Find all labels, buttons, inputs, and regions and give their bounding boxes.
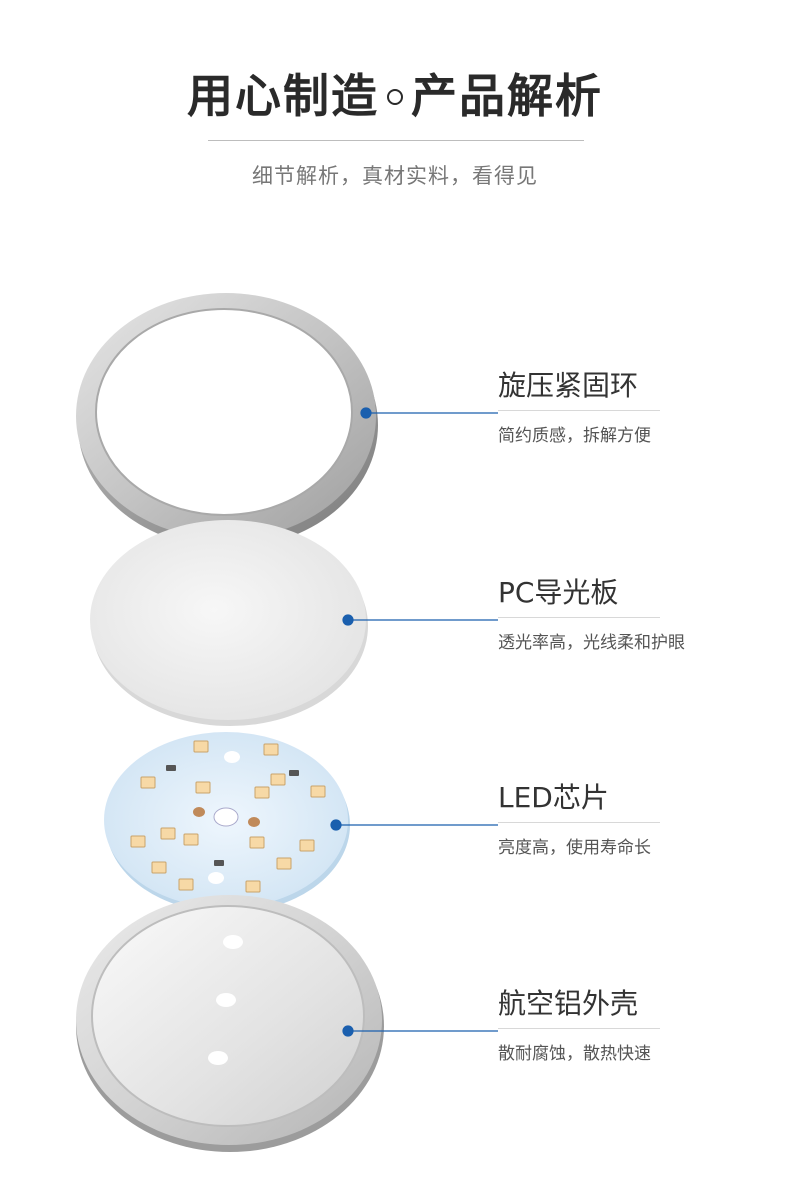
resistors [166, 765, 299, 866]
part-pc-light-guide: PC导光板 透光率高，光线柔和护眼 [498, 573, 748, 653]
part-description: 亮度高，使用寿命长 [498, 838, 651, 858]
part-fastening-ring: 旋压紧固环 简约质感，拆解方便 [498, 366, 748, 446]
page-subtitle: 细节解析，真材实料，看得见 [252, 164, 538, 188]
part-name: 航空铝外壳 [498, 984, 660, 1029]
header: 用心制造产品解析 细节解析，真材实料，看得见 [0, 0, 790, 230]
led-board [104, 732, 350, 913]
part-description: 透光率高，光线柔和护眼 [498, 633, 685, 653]
part-name: 旋压紧固环 [498, 366, 660, 411]
callout-lines [330, 407, 498, 1037]
part-description: 散耐腐蚀，散热快速 [498, 1044, 651, 1064]
page-title: 用心制造产品解析 [0, 60, 790, 126]
pc-light-guide-plate [90, 520, 368, 726]
part-led-chip: LED芯片 亮度高，使用寿命长 [498, 778, 748, 858]
part-aluminum-shell: 航空铝外壳 散耐腐蚀，散热快速 [498, 984, 748, 1064]
fastening-ring [76, 293, 378, 548]
title-left: 用心制造 [187, 69, 379, 123]
title-divider [208, 140, 584, 141]
part-name: PC导光板 [498, 573, 660, 618]
led-chips [130, 740, 326, 893]
aluminum-shell [76, 895, 384, 1152]
part-name: LED芯片 [498, 778, 660, 823]
title-dot [387, 88, 403, 105]
title-right: 产品解析 [411, 69, 603, 123]
part-description: 简约质感，拆解方便 [498, 426, 651, 446]
